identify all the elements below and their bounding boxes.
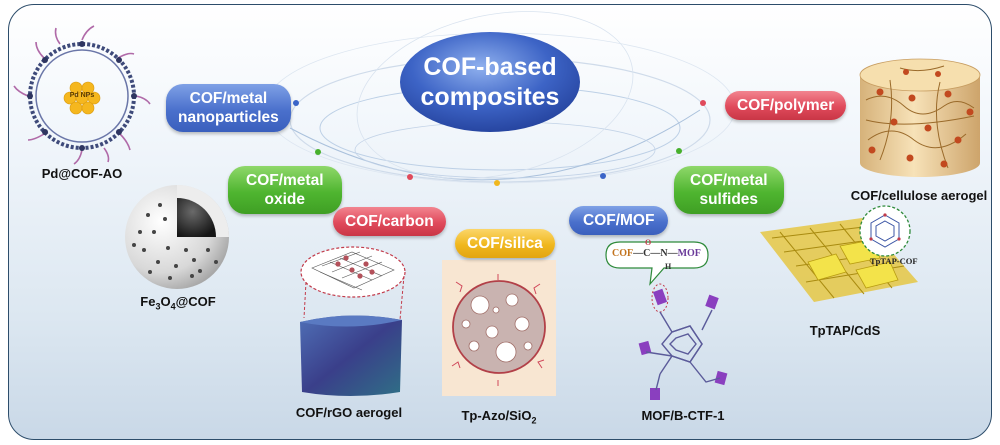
mof-bctf-graphic — [605, 241, 728, 400]
category-metal-oxide-line2: oxide — [264, 191, 305, 208]
mof-formula-c: C — [643, 248, 651, 259]
category-metal-oxide: COF/metal oxide — [228, 166, 342, 214]
mof-formula-h: H — [665, 262, 672, 271]
center-title-line2: composites — [420, 83, 560, 111]
caption-mof-bctf: MOF/B-CTF-1 — [641, 408, 725, 423]
caption-pd-cof-ao: Pd@COF-AO — [41, 166, 123, 181]
category-metal-sulfides-line1: COF/metal — [690, 172, 768, 189]
category-metal-nanoparticles-line1: COF/metal — [189, 90, 268, 107]
cof-rgo-graphic — [300, 246, 406, 396]
center-title-line1: COF-based — [423, 53, 557, 81]
tp-azo-sio2-graphic — [442, 260, 556, 396]
category-mof: COF/MOF — [569, 206, 669, 235]
caption-fe3o4-cof: Fe3O4@COF — [140, 294, 216, 312]
caption-tptap-cds: TpTAP/CdS — [809, 323, 881, 338]
mof-formula-o: O — [645, 238, 652, 247]
mof-formula: COF—C—N—MOF — [612, 248, 701, 259]
category-polymer: COF/polymer — [725, 91, 847, 120]
caption-tp-azo-sio2: Tp-Azo/SiO2 — [461, 408, 537, 426]
cellulose-aerogel-graphic — [859, 58, 981, 177]
mof-formula-n: N — [660, 248, 668, 259]
category-metal-oxide-line1: COF/metal — [246, 172, 324, 189]
category-metal-sulfides: COF/metal sulfides — [674, 166, 784, 214]
center-title: COF-based composites — [403, 34, 577, 130]
tptap-cds-graphic — [760, 205, 918, 302]
mof-formula-mof: MOF — [677, 248, 701, 259]
pd-cof-ao-graphic — [13, 25, 151, 165]
category-carbon: COF/carbon — [333, 207, 446, 236]
fe3o4-cof-sphere — [125, 185, 229, 289]
tptap-cof-label: TpTAP-COF — [870, 256, 918, 266]
category-metal-sulfides-line2: sulfides — [699, 191, 759, 208]
category-metal-nanoparticles: COF/metal nanoparticles — [166, 84, 291, 132]
center-oval — [400, 32, 580, 132]
category-silica: COF/silica — [455, 229, 555, 258]
mof-formula-cof: COF — [612, 248, 634, 259]
caption-cof-rgo: COF/rGO aerogel — [295, 405, 403, 420]
orbit-dots — [293, 100, 706, 186]
caption-cellulose-aerogel: COF/cellulose aerogel — [850, 188, 988, 203]
category-metal-nanoparticles-line2: nanoparticles — [178, 109, 279, 126]
pd-nps-label: Pd NPs — [69, 92, 95, 99]
